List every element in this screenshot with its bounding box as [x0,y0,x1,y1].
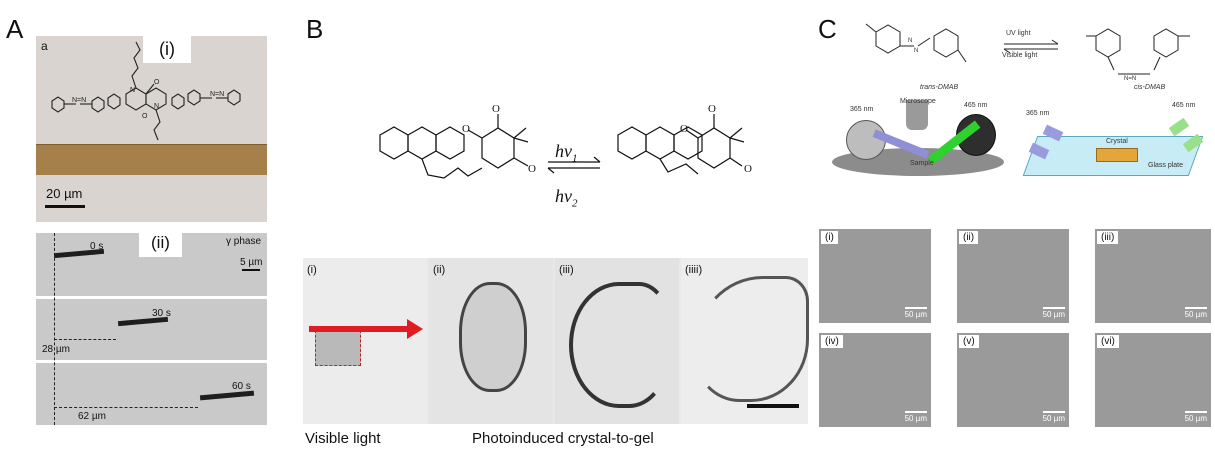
svg-text:N: N [908,38,912,44]
gel-network [693,276,809,402]
dmab-isomerization: NN N=N [865,23,1190,82]
light-direction-arrow [309,326,411,332]
scale-bar [242,269,260,271]
svg-text:O: O [744,163,752,175]
panel-b-letter: B [306,14,324,44]
forward-light-label: hν1 [555,141,578,165]
uv-light-label: UV light [1006,30,1031,37]
vis-wavelength: 465 nm [964,102,988,109]
tile-vi: (vi) 50 µm [1095,333,1211,427]
image-iiii: (iiii) [681,258,809,424]
crystal-box [315,330,361,366]
gel-fragment [569,282,669,408]
microscope-setup: 365 nm Microscope 465 nm Sample [828,98,1008,182]
uv-wavelength: 365 nm [1026,110,1050,117]
vis-arrow [1168,117,1190,137]
tile-label: (i) [821,231,838,244]
svg-text:N=N: N=N [72,97,86,104]
anthracene-meldrum-reaction: O O O O O O [379,103,752,179]
svg-text:O: O [680,123,688,135]
uv-wavelength: 365 nm [850,106,874,113]
scale-bar: 50 µm [904,411,927,423]
time-frame-2: 30 s 28 µm [36,299,267,360]
origin-line [54,233,55,425]
tile-iv: (iv) 50 µm [819,333,931,427]
scale-bar: 50 µm [1184,411,1207,423]
crystal-to-gel-strip: (i) (ii) (iii) (iiii) [303,258,809,424]
gel-crystal [459,282,527,392]
crystal-rod [36,144,267,175]
scale-label: 5 µm [240,257,263,268]
caption-visible-light: Visible light [305,430,381,447]
glass-plate-diagram: 365 nm 465 nm Crystal Glass plate [1020,102,1210,180]
reverse-light-label: hν2 [555,186,578,210]
time-label: 60 s [232,381,251,392]
crystal-block [1096,148,1138,162]
scale-bar: 50 µm [1042,307,1065,319]
image-label: (i) [307,264,317,276]
distance-label: 28 µm [42,344,70,355]
scale-label: 20 µm [46,186,83,201]
image-ii: (ii) [429,258,553,424]
arrow-head [407,319,423,339]
svg-text:O: O [492,103,500,115]
objective [906,100,928,130]
time-frame-3: 60 s 62 µm [36,363,267,425]
caption-crystal-to-gel: Photoinduced crystal-to-gel [472,430,654,447]
scale-bar [45,205,85,208]
svg-text:N=N: N=N [1124,76,1136,82]
corner-label: a [41,39,48,53]
cis-dmab-label: cis-DMAB [1134,84,1166,91]
scale-bar [747,404,799,408]
scale-bar: 50 µm [1042,411,1065,423]
image-label: (ii) [433,264,446,276]
tile-label: (v) [959,335,979,348]
tile-i: (i) 50 µm [819,229,931,323]
tile-ii: (ii) 50 µm [957,229,1069,323]
distance-label: 62 µm [78,411,106,422]
panel-a-bottom: 0 s γ phase 5 µm (ii) 30 s 28 µm 60 s 62… [36,229,267,425]
vis-wavelength: 465 nm [1172,102,1196,109]
visible-light-label: Visible light [1002,52,1038,59]
microscope-label: Microscope [900,98,936,105]
glass-label: Glass plate [1148,162,1184,169]
panel-a-letter: A [6,14,24,44]
svg-text:N=N: N=N [210,91,224,98]
time-label: 30 s [152,308,171,319]
svg-text:N: N [154,103,159,110]
svg-text:N: N [914,48,918,54]
sample-label: Sample [910,160,934,167]
tile-v: (v) 50 µm [957,333,1069,427]
time-label: 0 s [90,241,104,252]
displacement-arrow [54,339,116,340]
svg-text:O: O [142,113,148,120]
tile-label: (iv) [821,335,843,348]
svg-text:O: O [154,79,160,86]
scale-bar: 50 µm [904,307,927,319]
dpp-azo-structure: N=N N=N N N O O [51,41,241,141]
svg-text:O: O [708,103,716,115]
rod-60s [199,390,255,401]
image-label: (iii) [559,264,574,276]
image-i: (i) [303,258,427,424]
image-iii: (iii) [555,258,679,424]
panel-a-bottom-tag: (ii) [139,229,182,257]
crystal-label: Crystal [1106,138,1128,145]
image-label: (iiii) [685,264,703,276]
trans-dmab-label: trans-DMAB [920,84,959,91]
svg-text:O: O [528,163,536,175]
tile-label: (ii) [959,231,979,244]
phase-label: γ phase [226,236,262,247]
tile-iii: (iii) 50 µm [1095,229,1211,323]
tile-label: (iii) [1097,231,1119,244]
displacement-arrow [54,407,198,408]
svg-text:O: O [462,123,470,135]
scale-bar: 50 µm [1184,307,1207,319]
panel-c-letter: C [818,14,837,44]
panel-a-top-tag: (i) [143,36,191,63]
panel-a-top-image: a (i) N=N N=N N N O O 20 µm [36,36,267,222]
svg-text:N: N [130,87,135,94]
tile-label: (vi) [1097,335,1119,348]
